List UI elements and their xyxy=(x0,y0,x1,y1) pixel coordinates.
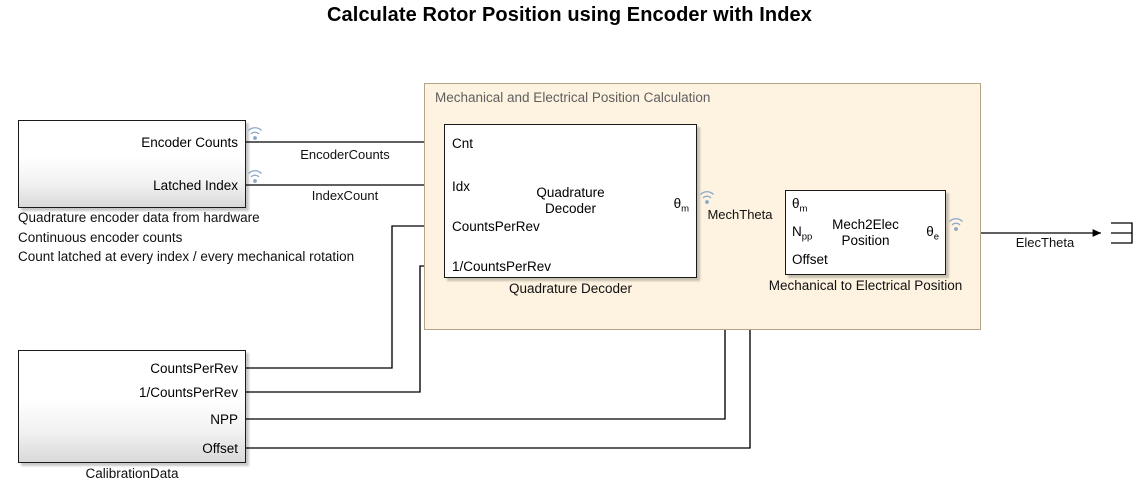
signal-logging-badge-icon xyxy=(699,190,715,205)
theta-symbol: θ xyxy=(926,224,934,239)
caption-calibration-data: CalibrationData xyxy=(85,466,179,481)
port-encoder-counts: Encoder Counts xyxy=(141,135,238,150)
caption-encoder-source: Quadrature encoder data from hardware xyxy=(18,210,260,225)
port-offset-in: Offset xyxy=(792,252,828,267)
block-mech2elec-position[interactable]: θm Npp Offset Mech2Elec Position θe xyxy=(785,190,946,275)
signal-label-index-count: IndexCount xyxy=(311,188,379,203)
port-cnt: Cnt xyxy=(452,136,474,151)
signal-label-mech-theta: MechTheta xyxy=(707,207,773,222)
page-title: Calculate Rotor Position using Encoder w… xyxy=(327,4,812,26)
annotation-encoder-note: Continuous encoder counts Count latched … xyxy=(18,230,355,264)
signal-logging-badge-icon xyxy=(247,169,263,184)
port-npp-in: Npp xyxy=(792,225,812,242)
block-body-mech2elec: Mech2Elec Position xyxy=(832,217,899,248)
caption-mech2elec: Mechanical to Electrical Position xyxy=(768,278,963,293)
port-counts-per-rev-in: CountsPerRev xyxy=(452,219,540,234)
port-theta-m-out: θm xyxy=(674,197,689,214)
signal-logging-badge-icon xyxy=(948,217,964,232)
port-theta-e-out: θe xyxy=(926,225,939,242)
theta-subscript: m xyxy=(681,203,689,215)
port-inv-counts-per-rev-in: 1/CountsPerRev xyxy=(452,259,552,274)
subsystem-title: Mechanical and Electrical Position Calcu… xyxy=(435,90,711,105)
block-quadrature-decoder[interactable]: Cnt Idx CountsPerRev 1/CountsPerRev Quad… xyxy=(444,124,697,278)
caption-quadrature-decoder: Quadrature Decoder xyxy=(508,281,633,296)
signal-logging-badge-icon xyxy=(247,126,263,141)
signal-label-elec-theta: ElecTheta xyxy=(1015,235,1075,250)
port-theta-m-in: θm xyxy=(792,197,807,214)
theta-subscript: e xyxy=(933,231,939,243)
signal-label-encoder-counts: EncoderCounts xyxy=(300,147,390,162)
port-latched-index: Latched Index xyxy=(153,178,238,193)
n-subscript: pp xyxy=(801,231,813,243)
theta-subscript: m xyxy=(799,203,808,215)
outport-terminator-icon xyxy=(1111,222,1133,244)
port-idx: Idx xyxy=(452,179,471,194)
theta-symbol: θ xyxy=(792,196,800,211)
block-calibration-data[interactable]: CountsPerRev 1/CountsPerRev NPP Offset xyxy=(18,350,246,463)
wire-inv-counts-per-rev xyxy=(246,262,439,393)
port-npp: NPP xyxy=(210,412,238,427)
n-symbol: N xyxy=(792,224,802,239)
block-encoder-source[interactable]: Encoder Counts Latched Index xyxy=(18,120,246,208)
port-counts-per-rev: CountsPerRev xyxy=(150,361,238,376)
theta-symbol: θ xyxy=(673,196,682,211)
port-offset: Offset xyxy=(202,441,238,456)
port-inv-counts-per-rev: 1/CountsPerRev xyxy=(138,385,238,400)
block-body-quadrature-decoder: Quadrature Decoder xyxy=(536,185,605,216)
